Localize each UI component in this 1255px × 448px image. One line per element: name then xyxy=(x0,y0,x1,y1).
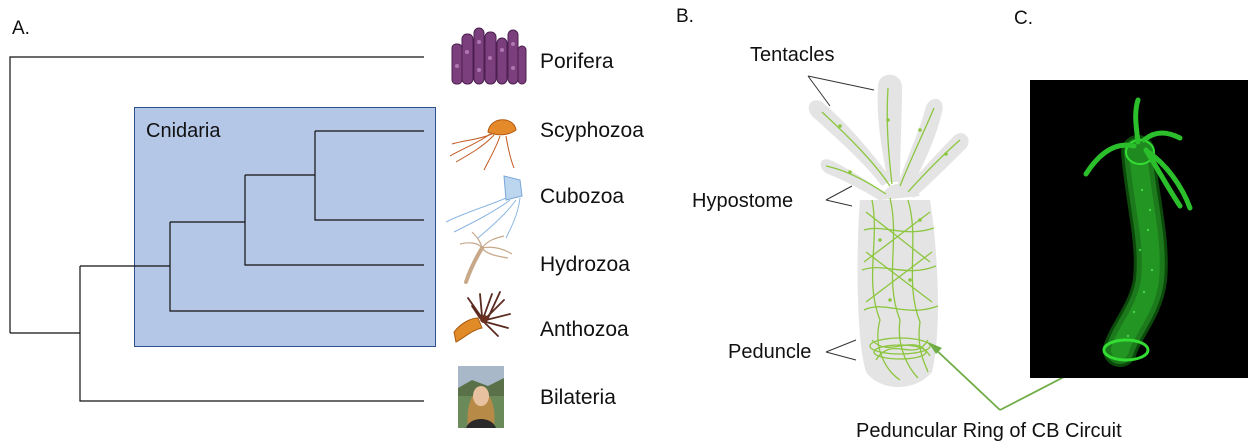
peduncle-label: Peduncle xyxy=(728,341,811,364)
hypostome-pointer xyxy=(826,186,852,206)
fluorescence-micrograph xyxy=(1030,80,1248,378)
hypostome-label: Hypostome xyxy=(692,190,793,213)
peduncle-pointer xyxy=(826,340,856,360)
peduncular-ring-label: Peduncular Ring of CB Circuit xyxy=(856,420,1122,443)
tentacles-label: Tentacles xyxy=(750,44,835,67)
